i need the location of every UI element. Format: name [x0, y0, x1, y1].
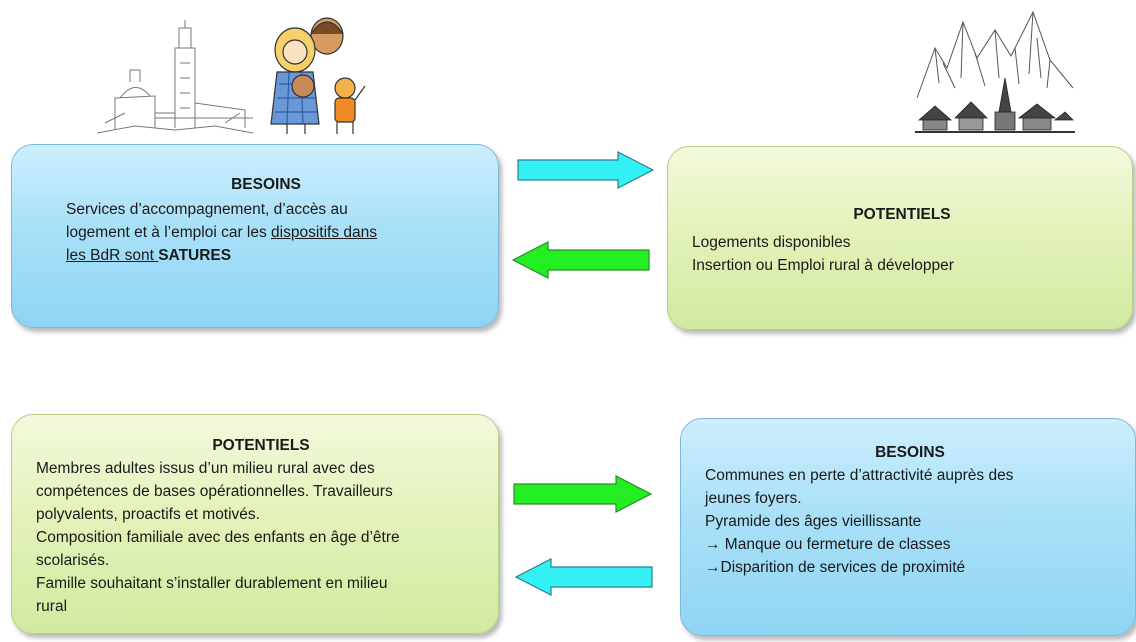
box-line: jeunes foyers.: [705, 490, 802, 507]
box-line: Services d’accompagnement, d’accès au: [66, 201, 348, 218]
text-run: logement et à l’emploi car les: [66, 224, 272, 241]
box-line: les BdR sont SATURES: [66, 244, 466, 267]
box-line: scolarisés.: [36, 552, 110, 569]
box-line: compétences de bases opérationnelles. Tr…: [36, 483, 393, 500]
besoins-box-bottom: BESOINS Communes en perte d’attractivité…: [680, 418, 1136, 636]
bold-text: SATURES: [158, 247, 232, 264]
box-line: →Disparition de services de proximité: [705, 559, 966, 576]
box-line: Famille souhaitant s’installer durableme…: [36, 575, 388, 592]
box-title: POTENTIELS: [212, 437, 310, 454]
box-title: POTENTIELS: [853, 206, 951, 223]
church-sketch-icon: [96, 20, 254, 134]
box-title: BESOINS: [875, 444, 945, 461]
potentiels-box-bottom: POTENTIELS Membres adultes issus d’un mi…: [11, 414, 499, 634]
box-line: Insertion ou Emploi rural à développer: [692, 257, 954, 274]
right-arrow-cyan-icon: [517, 151, 655, 189]
box-line: Logements disponibles: [692, 234, 851, 251]
box-line: Composition familiale avec des enfants e…: [36, 529, 400, 546]
box-line: Pyramide des âges vieillissante: [705, 513, 922, 530]
besoins-box-top: BESOINS Services d’accompagnement, d’acc…: [11, 144, 499, 328]
box-line: rural: [36, 598, 68, 615]
box-line: Communes en perte d’attractivité auprès …: [705, 467, 1014, 484]
box-line: → Manque ou fermeture de classes: [705, 536, 951, 553]
family-cartoon-icon: [270, 17, 366, 134]
box-line: Membres adultes issus d’un milieu rural …: [36, 460, 375, 477]
box-line: logement et à l’emploi car les dispositi…: [66, 221, 466, 244]
right-arrow-green-icon: [513, 475, 653, 513]
left-arrow-green-icon: [511, 241, 650, 279]
underlined-text: les BdR sont: [66, 247, 159, 264]
left-arrow-cyan-icon: [514, 558, 653, 596]
underlined-text: dispositifs dans: [271, 224, 378, 241]
box-line: polyvalents, proactifs et motivés.: [36, 506, 260, 523]
mountain-village-sketch-icon: [915, 10, 1075, 133]
box-title: BESOINS: [231, 176, 301, 193]
potentiels-box-top: POTENTIELS Logements disponibles Inserti…: [667, 146, 1133, 330]
